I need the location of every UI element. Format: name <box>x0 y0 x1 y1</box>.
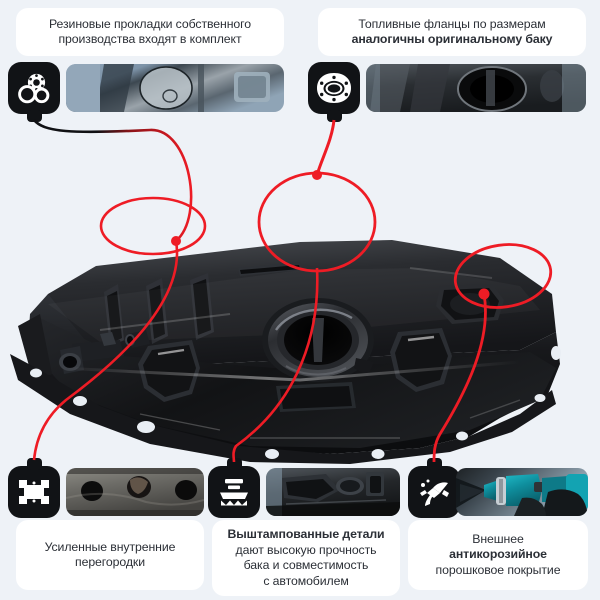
callout-stamped-line4: с автомобилем <box>263 573 349 588</box>
badge-stem <box>226 458 242 470</box>
badge-stem <box>26 458 42 470</box>
fuel-flange-icon <box>308 62 360 122</box>
rubber-gaskets-icon <box>8 62 60 122</box>
badge-stem <box>326 110 342 122</box>
callout-baffles-line2: перегородки <box>75 555 145 569</box>
rubber-gasket-photo <box>66 64 284 112</box>
callout-panel-gaskets: Резиновые прокладки собственного произво… <box>16 8 284 56</box>
stamping-press-icon <box>208 458 260 518</box>
callout-panel-stamped: Выштампованные детали дают высокую прочн… <box>212 520 400 596</box>
callout-stamped-line3: бака и совместимость <box>243 558 369 572</box>
spray-gun-icon <box>408 458 460 518</box>
internal-baffle-icon <box>8 458 60 518</box>
powder-coating-spray-photo <box>456 468 588 516</box>
fuel-flange-photo <box>366 64 586 112</box>
callout-flanges-line1: Топливные фланцы по размерам <box>358 16 546 31</box>
callout-panel-coating: Внешнее антикорозийное порошковое покрыт… <box>408 520 588 590</box>
callout-coating-line2: антикорозийное <box>449 547 547 562</box>
callout-coating-line3: порошковое покрытие <box>435 562 561 577</box>
callout-stamped-line1: Выштампованные детали <box>227 527 385 541</box>
callout-gaskets-line1: Резиновые прокладки собственного <box>48 16 252 31</box>
callout-gaskets-line2: производства входят в комплект <box>58 32 242 46</box>
callout-panel-flanges: Топливные фланцы по размерам аналогичны … <box>318 8 586 56</box>
stamped-detail-photo <box>266 468 400 516</box>
internal-baffle-photo <box>66 468 204 516</box>
callout-coating-line1: Внешнее <box>472 531 524 546</box>
badge-stem <box>26 110 42 122</box>
callout-baffles-line1: Усиленные внутренние <box>44 539 176 554</box>
badge-stem <box>426 458 442 470</box>
callout-panel-baffles: Усиленные внутренние перегородки <box>16 520 204 590</box>
fuel-tank-main-photo <box>0 118 600 466</box>
callout-flanges-line2: аналогичны оригинальному баку <box>351 32 553 46</box>
callout-stamped-line2: дают высокую прочность <box>235 542 377 557</box>
